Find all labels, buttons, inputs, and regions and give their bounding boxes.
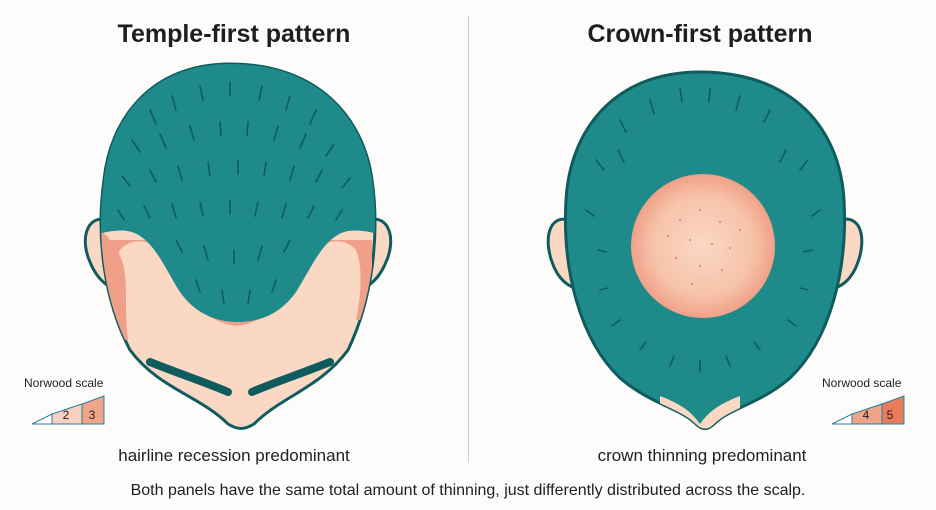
- left-scale-stage-3: 3: [88, 408, 96, 422]
- panel-divider: [468, 16, 469, 462]
- chin-skin: [660, 396, 740, 429]
- right-scale-stage-4: 4: [862, 408, 870, 422]
- right-panel-title: Crown-first pattern: [587, 20, 813, 48]
- right-scale-stage-5: 5: [886, 408, 894, 422]
- right-norwood-scale: [831, 395, 905, 425]
- temple-first-head-illustration: [83, 62, 393, 430]
- hair-mass: [101, 64, 375, 322]
- right-brow: [248, 358, 334, 396]
- crown-thinning-spot: [631, 174, 775, 318]
- left-brow: [146, 358, 232, 396]
- right-panel-caption: crown thinning predominant: [597, 446, 807, 465]
- right-scale-label: Norwood scale: [822, 376, 902, 390]
- left-panel-caption: hairline recession predominant: [118, 446, 350, 465]
- left-scale-label: Norwood scale: [24, 376, 104, 390]
- footer-note: Both panels have the same total amount o…: [130, 482, 806, 499]
- left-panel-title: Temple-first pattern: [117, 20, 351, 48]
- right-hair-strands: [585, 87, 821, 373]
- left-scale-stage-2: 2: [62, 408, 70, 422]
- hair-strands: [117, 81, 351, 305]
- crown-skin-dots: [666, 208, 742, 286]
- left-norwood-scale: [31, 395, 105, 425]
- crown-first-head-illustration: [546, 70, 864, 430]
